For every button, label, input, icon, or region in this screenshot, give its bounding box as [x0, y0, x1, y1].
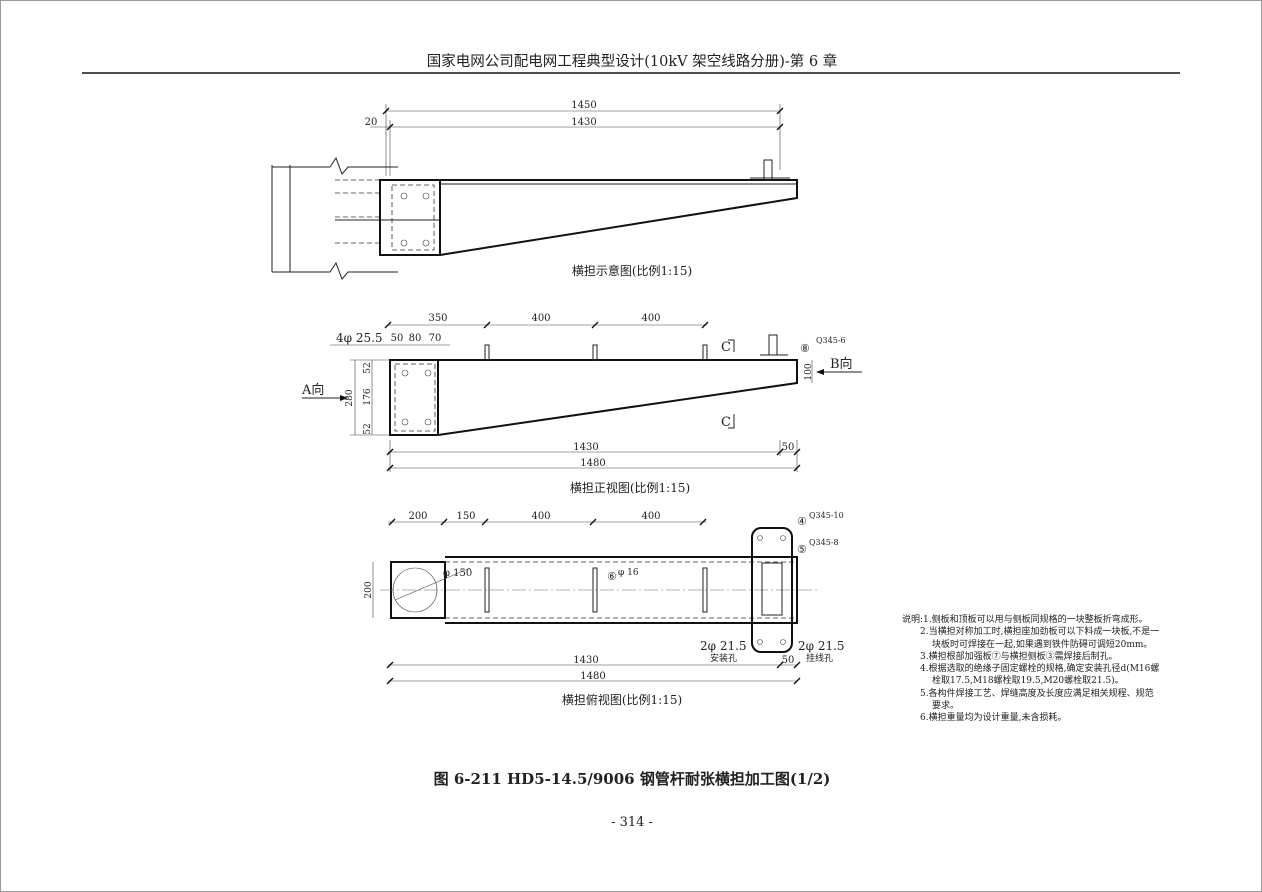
part-5-marker: ⑤: [797, 543, 807, 556]
hole-spec-4phi25: 4φ 25.5: [336, 331, 383, 345]
dim-176: 176: [363, 388, 373, 405]
note-item: 3.横担根部加强板⑦与横担侧板③需焊接后制孔。: [920, 651, 1118, 662]
mount-hole-spec: 2φ 21.5: [700, 639, 747, 653]
dim-1430: 1430: [573, 442, 598, 453]
part-6-marker: ⑥: [607, 570, 617, 583]
dim-1450: 1450: [571, 100, 596, 111]
dim-400-b: 400: [641, 511, 660, 522]
part-4-spec: Q345-10: [809, 511, 844, 520]
dim-350: 350: [428, 313, 447, 324]
dim-150: 150: [456, 511, 475, 522]
dim-50: 50: [391, 333, 404, 344]
note-item: 说明:1.侧板和顶板可以用与侧板同规格的一块整板折弯成形。: [902, 614, 1162, 626]
dim-50: 50: [782, 442, 795, 453]
dim-1430: 1430: [573, 655, 598, 666]
section-c-bottom: C: [721, 415, 731, 430]
part-6-spec: φ 16: [618, 568, 639, 578]
front-view: 350 400 400 50 80 70 4φ 25.5 A向 280 52 1…: [301, 313, 862, 495]
top-view: 200 150 400 400 200 φ 150 ⑥ φ 16 ④ Q345-…: [364, 511, 845, 707]
page-header: 国家电网公司配电网工程典型设计(10kV 架空线路分册)-第 6 章: [427, 52, 837, 70]
line-hole-label: 挂线孔: [806, 652, 833, 664]
dim-52-top: 52: [363, 362, 373, 373]
part-5-spec: Q345-8: [809, 538, 839, 547]
note-item: 6.横担重量均为设计重量,未含损耗。: [920, 713, 1067, 724]
notes-title: 说明:: [902, 615, 924, 625]
view-a-label: A向: [301, 382, 324, 398]
dim-52-bottom: 52: [363, 423, 373, 434]
note-text: 1.侧板和顶板可以用与侧板同规格的一块整板折弯成形。: [923, 615, 1148, 625]
dim-200: 200: [408, 511, 427, 522]
notes-block: 说明:1.侧板和顶板可以用与侧板同规格的一块整板折弯成形。 2.当横担对称加工时…: [902, 614, 1162, 725]
note-item: 4.根据选取的绝缘子固定螺栓的规格,确定安装孔径d(M16螺栓取17.5,M18…: [920, 664, 1160, 687]
dim-1430: 1430: [571, 117, 596, 128]
dim-1480: 1480: [580, 458, 605, 469]
dim-80: 80: [409, 333, 422, 344]
dim-50: 50: [782, 655, 795, 666]
dim-20: 20: [365, 117, 378, 128]
part-8-marker: ⑧: [800, 342, 810, 355]
schematic-caption: 横担示意图(比例1:15): [572, 263, 692, 278]
dim-280: 280: [345, 389, 355, 406]
figure-caption: 图 6-211 HD5-14.5/9006 钢管杆耐张横担加工图(1/2): [434, 770, 831, 788]
dim-400-a: 400: [531, 511, 550, 522]
dim-70: 70: [429, 333, 442, 344]
front-view-caption: 横担正视图(比例1:15): [570, 480, 690, 495]
view-b-label: B向: [830, 356, 853, 372]
dim-200-width: 200: [364, 581, 374, 598]
dim-400-b: 400: [641, 313, 660, 324]
dim-400-a: 400: [531, 313, 550, 324]
dim-100: 100: [804, 363, 814, 380]
schematic-view: 1450 1430 20 横担示意图(比例1:15): [271, 100, 798, 280]
circle-spec: φ 150: [443, 568, 472, 579]
line-hole-spec: 2φ 21.5: [798, 639, 845, 653]
note-item: 2.当横担对称加工时,横担座加劲板可以下料成一块板,不是一块板时可焊接在一起,如…: [920, 627, 1160, 650]
note-item: 5.各构件焊接工艺、焊缝高度及长度应满足相关规程、规范要求。: [920, 688, 1154, 712]
section-c-top: C: [721, 340, 731, 355]
part-8-spec: Q345-6: [816, 336, 846, 345]
mount-hole-label: 安装孔: [710, 652, 737, 664]
part-4-marker: ④: [797, 515, 807, 528]
page-number: - 314 -: [611, 815, 653, 830]
top-view-caption: 横担俯视图(比例1:15): [562, 692, 682, 707]
dim-1480: 1480: [580, 671, 605, 682]
